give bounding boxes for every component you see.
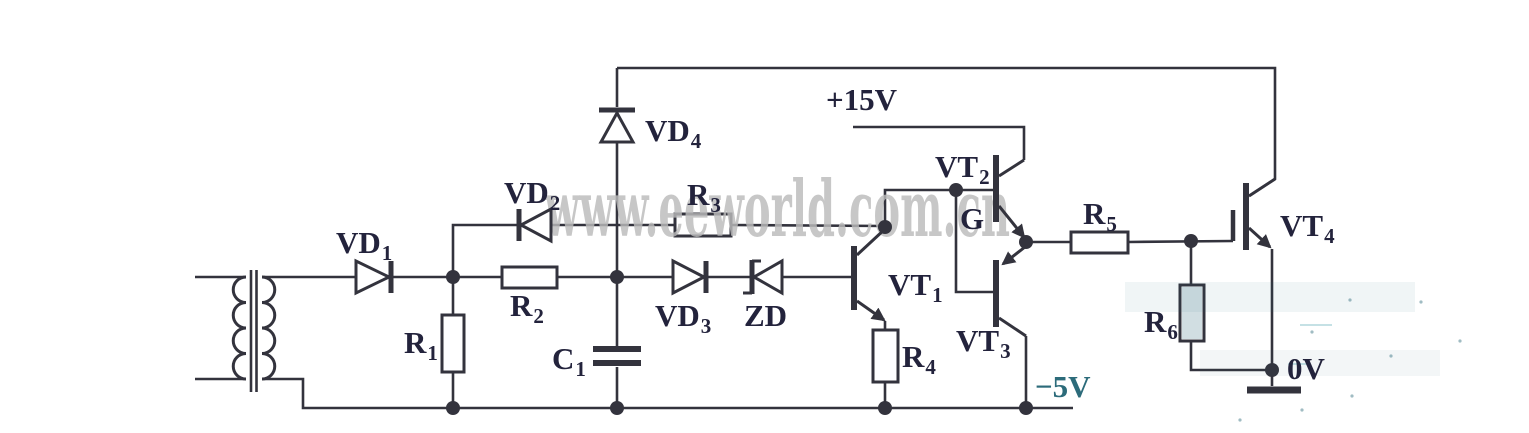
transformer-secondary-coil bbox=[261, 275, 277, 381]
label-0v: 0V bbox=[1287, 351, 1326, 386]
junction-dot bbox=[949, 183, 963, 197]
junction-dot bbox=[610, 401, 624, 415]
wire-15v-rail bbox=[853, 125, 1026, 160]
junction-dots bbox=[446, 183, 1279, 415]
wire-r3-to-vt1-collector bbox=[730, 223, 886, 228]
junction-dot bbox=[1184, 234, 1198, 248]
teal-smudge bbox=[1125, 282, 1415, 312]
label-vt2: VT2 bbox=[935, 149, 990, 189]
capacitor-c1 bbox=[593, 346, 641, 366]
wire-bottom-rail bbox=[262, 377, 1073, 410]
teal-speck bbox=[1458, 339, 1462, 343]
junction-dot bbox=[878, 220, 892, 234]
label-plus15v: +15V bbox=[826, 82, 898, 117]
transistor-vt4 bbox=[1230, 177, 1276, 250]
transistor-vt1 bbox=[851, 227, 887, 322]
labels-layer: VD1 R1 VD2 R2 VD4 R3 C1 VD3 ZD VT1 R4 VT… bbox=[336, 82, 1335, 404]
junction-dot bbox=[878, 401, 892, 415]
teal-smudge bbox=[1200, 350, 1440, 376]
diode-vd4 bbox=[598, 107, 636, 144]
diode-vd1 bbox=[354, 258, 394, 296]
resistor-r1-body bbox=[440, 313, 466, 374]
transistor-vt1-emitter bbox=[856, 299, 886, 322]
junction-dot bbox=[1019, 401, 1033, 415]
junction-dot bbox=[446, 401, 460, 415]
transistor-vt3 bbox=[993, 245, 1027, 338]
wire-r5-to-vt4-gate bbox=[1127, 239, 1234, 244]
teal-speck bbox=[1238, 418, 1242, 422]
resistor-r6-body bbox=[1178, 283, 1206, 343]
watermark-text: www.eeworld.com.cn bbox=[544, 164, 1010, 255]
label-vd2: VD2 bbox=[504, 175, 560, 215]
diode-vd2 bbox=[516, 206, 553, 244]
diode-vd1-triangle bbox=[354, 258, 393, 296]
junction-dot bbox=[610, 270, 624, 284]
diode-vd2-triangle bbox=[517, 206, 553, 244]
resistor-r6-teal-tint bbox=[1182, 287, 1202, 339]
label-vd3: VD3 bbox=[655, 298, 711, 338]
teal-speck bbox=[1389, 354, 1393, 358]
label-r5: R5 bbox=[1083, 196, 1117, 236]
zener-diode-zd bbox=[743, 258, 784, 296]
label-minus5v: −5V bbox=[1035, 369, 1091, 404]
transistor-vt3-emitter bbox=[1001, 245, 1026, 266]
resistor-r2-body bbox=[500, 265, 559, 290]
label-vd1: VD1 bbox=[336, 225, 392, 265]
scan-noise bbox=[1125, 282, 1462, 422]
label-r4: R4 bbox=[902, 339, 936, 379]
zener-zd-triangle bbox=[750, 258, 784, 296]
teal-dash bbox=[1288, 324, 1332, 365]
label-vt3: VT3 bbox=[956, 323, 1011, 363]
teal-speck bbox=[1419, 300, 1423, 304]
label-vd4: VD4 bbox=[645, 113, 702, 153]
wire-gnode-to-vt3-base bbox=[954, 190, 994, 294]
junction-dot bbox=[1265, 363, 1279, 377]
label-r3: R3 bbox=[687, 177, 721, 217]
transistor-vt2 bbox=[993, 155, 1026, 239]
label-c1: C1 bbox=[552, 341, 586, 381]
label-g: G bbox=[960, 201, 984, 236]
transistor-vt3-collector bbox=[998, 316, 1027, 338]
transistor-vt4-collector bbox=[1248, 177, 1276, 198]
transistor-vt1-collector bbox=[855, 227, 887, 257]
wires-layer bbox=[195, 66, 1277, 410]
components-layer bbox=[231, 107, 1462, 422]
teal-speck bbox=[1348, 298, 1352, 302]
junction-dot bbox=[1019, 235, 1033, 249]
label-r2: R2 bbox=[510, 288, 544, 328]
teal-speck bbox=[1310, 330, 1314, 334]
diode-vd3-triangle bbox=[671, 258, 708, 296]
teal-speck bbox=[1350, 394, 1354, 398]
diode-vd4-triangle bbox=[598, 109, 636, 144]
label-zd: ZD bbox=[744, 298, 787, 333]
resistor-r3-body bbox=[673, 212, 733, 238]
label-vt1: VT1 bbox=[888, 267, 943, 307]
wire-branch-to-vd2 bbox=[451, 223, 519, 277]
diode-vd3 bbox=[671, 258, 709, 296]
transistor-vt4-emitter bbox=[1247, 226, 1272, 249]
resistor-r4-body bbox=[871, 328, 900, 384]
resistor-r5-body bbox=[1069, 230, 1130, 255]
transformer-primary-coil bbox=[231, 275, 247, 381]
label-r6: R6 bbox=[1144, 304, 1178, 344]
wire-r6-to-ground-node bbox=[1189, 341, 1272, 372]
label-vt4: VT4 bbox=[1280, 208, 1335, 248]
transistor-vt2-emitter bbox=[997, 205, 1026, 239]
label-r1: R1 bbox=[404, 325, 438, 365]
teal-speck bbox=[1300, 408, 1304, 412]
junction-dot bbox=[446, 270, 460, 284]
transistor-vt2-collector bbox=[998, 158, 1025, 178]
transformer bbox=[231, 270, 277, 392]
